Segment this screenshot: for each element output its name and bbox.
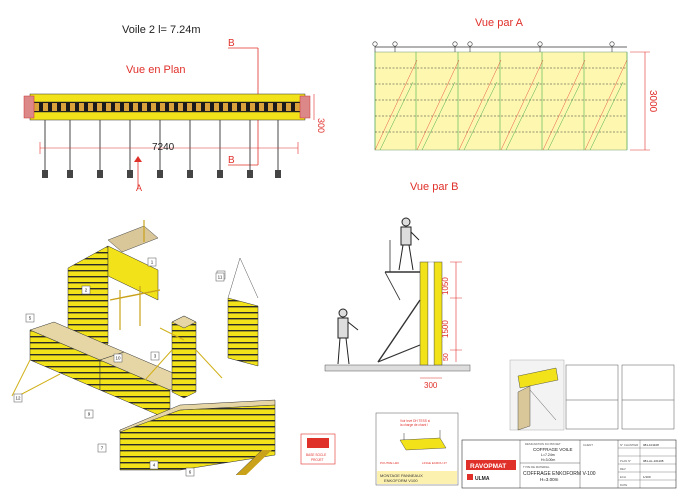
scale-label: ECH [620,475,626,479]
elevation-a-title: Vue par A [475,17,524,29]
callout-12: 12 [13,393,23,403]
callout-label: 4 [153,463,156,468]
callout-label: 10 [115,356,121,361]
isometric-callouts: 123456789101112 [13,257,226,477]
callout-label: 12 [15,396,21,401]
elevation-a-view: Vue par A 3000 [372,17,658,151]
note-line-1: Voir levé DH TESS si [400,419,430,423]
brand-logo-text: RAVOPMAT [470,463,506,470]
elevation-b-view: Vue par B [324,181,471,390]
note-caption-2: ENKOFORM V100 [384,478,418,483]
elevation-b-dim-1050: 1050 [441,277,450,295]
callout-3: 3 [150,351,160,361]
type-label: TYPE DE MATERIEL [523,465,550,469]
elevation-b-dim-50: 50 [443,353,450,361]
callout-1: 1 [147,257,157,267]
ref-label: N° CHANTIER [620,443,638,447]
project-length: L=7.24m [541,453,555,457]
note-label-right: LINGE ECROU 2T [422,461,447,465]
plan-props [34,103,300,178]
ref-value: 081-101108 [643,443,659,447]
section-b-bottom-label: B [228,155,235,166]
elevation-a-panel [374,51,628,151]
client-label: CLIENT [583,443,593,447]
detail-thumbnail-2 [565,364,619,430]
title-block: RAVOPMAT ULMA DESIGNATION DU PROJET COFF… [461,439,677,489]
plan-dim-length: 7240 [152,142,175,153]
isometric-column-form [171,315,197,399]
stamp-line-1: BASE SOCLE [306,453,326,457]
callout-2: 2 [81,285,91,295]
project-name: COFFRAGE VOILE [533,447,573,452]
elevation-a-frame-detail [372,41,628,151]
plan-dim-width: 300 [316,118,326,133]
callout-label: 11 [218,275,223,280]
callout-label: 7 [101,446,104,451]
callout-label: 1 [151,260,154,265]
elevation-b-dim-300: 300 [424,381,438,390]
type-name: COFFRAGE ENKOFORM V-100 [523,471,596,477]
drawing-title: Voile 2 l= 7.24m [122,24,201,36]
red-stamp: BASE SOCLE PROJET [300,433,336,465]
worker-on-ground-figure [337,308,359,365]
callout-label: 5 [29,316,32,321]
type-height: H=3.00m [540,477,559,482]
elevation-b-title: Vue par B [410,181,459,193]
callout-label: 6 [189,470,192,475]
elevation-b-dim-1500: 1500 [441,320,450,338]
plan-number-label: PLAN N° [620,459,631,463]
callout-5: 5 [25,313,35,323]
isometric-view [11,220,276,476]
project-label: DESIGNATION DU PROJET [525,442,561,446]
section-b-top-label: B [228,38,235,49]
section-a-label: A [136,183,142,193]
plan-view-title: Vue en Plan [126,64,186,76]
note-line-2: la charge de chant ! [400,423,428,427]
detail-thumbnail-3 [621,364,675,430]
isometric-lifted-panel [227,297,259,367]
elevation-b-panel-left [419,261,429,366]
worker-on-platform-figure [398,217,420,271]
mounting-note-box: Voir levé DH TESS si la charge de chant … [375,412,459,486]
plan-wall-bottom-rail [29,111,306,121]
callout-6: 6 [185,467,195,477]
note-label-left: POUTRE H20 [380,461,399,465]
callout-11: 11 [215,272,225,282]
callout-label: 9 [88,412,91,417]
callout-label: 3 [154,354,157,359]
date-label: DATE [620,483,627,487]
plan-view: Vue en Plan B B 7240 300 A [23,38,326,193]
plan-number-value: 081-AL-101108 [643,459,664,463]
callout-10: 10 [113,353,123,363]
plan-wall-top-rail [29,93,306,103]
callout-label: 2 [85,288,88,293]
detail-thumbnails [509,359,675,431]
stamp-line-2: PROJET [311,458,324,462]
brand-2-logo-text: ULMA [475,476,490,482]
scale-value: 1/100 [643,475,651,479]
elevation-a-dim-height: 3000 [647,90,658,113]
revision-label: REV [620,467,626,471]
note-caption-1: MONTAGE PANNEAUX [380,473,423,478]
callout-7: 7 [97,443,107,453]
project-height: H=3.00m [541,458,555,462]
plan-wall-core [30,102,305,112]
callout-4: 4 [149,460,159,470]
callout-9: 9 [84,409,94,419]
